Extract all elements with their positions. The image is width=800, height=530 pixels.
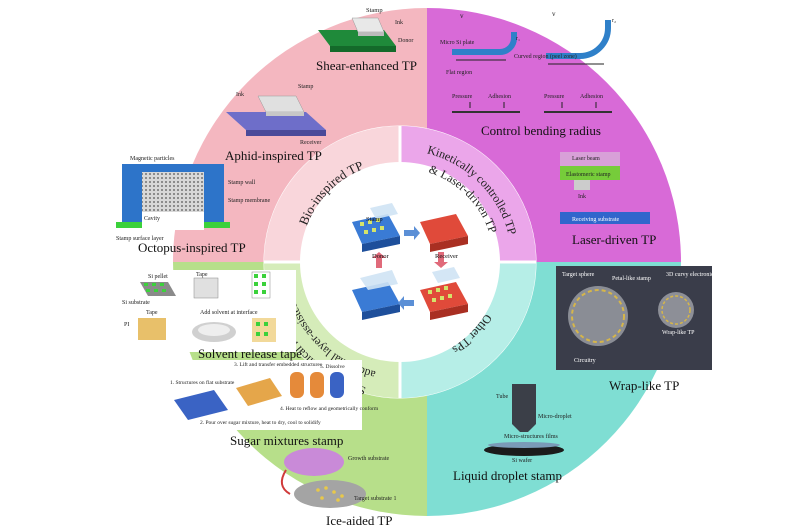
- bd-a1-label: Adhesion: [488, 94, 511, 100]
- ic-target-label: Target substrate 1: [354, 496, 396, 502]
- dp-tube-label: Tube: [496, 394, 508, 400]
- caption-octopus-inspired: Octopus-inspired TP: [138, 240, 246, 255]
- sg-s1-label: 1. Structures on flat substrate: [170, 379, 235, 386]
- sg-s5-label: 5. Dissolve: [320, 364, 345, 370]
- solvent-illustration: [118, 270, 296, 352]
- bd-r1-label: r₁: [516, 36, 520, 42]
- dp-wafer-label: Si wafer: [512, 457, 532, 464]
- sv-pellet-label: Si pellet: [148, 274, 168, 280]
- center-process-illustration: [352, 203, 468, 320]
- ls-recv-label: Receiving substrate: [572, 217, 619, 223]
- center-receiver-label: Receiver: [435, 253, 459, 260]
- dp-drop-label: Micro-droplet: [538, 414, 572, 420]
- bd-curved-label: Curved region (peel zone): [514, 53, 577, 60]
- ap-ink-label: Ink: [236, 92, 244, 98]
- caption-ice-aided: Ice-aided TP: [326, 513, 393, 528]
- ls-beam-label: Laser beam: [572, 156, 600, 162]
- sh-stamp-label: Stamp: [366, 7, 383, 14]
- bd-micro-label: Micro Si plate: [440, 40, 475, 46]
- bd-a2-label: Adhesion: [580, 94, 603, 100]
- center-donor-label: Donor: [372, 253, 389, 260]
- bd-flat-label: Flat region: [446, 70, 472, 76]
- caption-liquid-droplet: Liquid droplet stamp: [453, 468, 563, 483]
- bd-r2-label: r₂: [612, 18, 616, 24]
- sg-s4-label: 4. Heat to reflow and geometrically conf…: [280, 405, 379, 412]
- bd-p1-label: Pressure: [452, 94, 473, 100]
- shear-illustration: [318, 17, 396, 52]
- octopus-illustration: [116, 164, 230, 230]
- sv-tape1-label: Tape: [196, 272, 208, 278]
- oc-particles-label: Magnetic particles: [130, 156, 175, 162]
- wr-sphere-label: Target sphere: [562, 272, 595, 278]
- sv-sub-label: Si substrate: [122, 300, 150, 306]
- bending-illustration: [452, 20, 612, 113]
- caption-wrap-like: Wrap-like TP: [609, 378, 680, 393]
- caption-solvent-release: Solvent release tape: [198, 346, 302, 361]
- sugar-illustration: [166, 360, 362, 430]
- caption-sugar-mixtures: Sugar mixtures stamp: [230, 433, 344, 448]
- wr-wrap-label: Wrap-like TP: [662, 330, 695, 336]
- sg-s3-label: 3. Lift and transfer embedded structures: [234, 361, 322, 368]
- sv-pi-label: PI: [124, 322, 129, 328]
- wr-petal-label: Petal-like stamp: [612, 276, 651, 282]
- oc-surface-label: Stamp surface layer: [116, 235, 164, 242]
- bd-v2-label: v: [552, 10, 556, 18]
- ic-growth-label: Growth substrate: [348, 456, 389, 462]
- ice-illustration: [280, 448, 366, 508]
- sv-solvent-label: Add solvent at interface: [200, 309, 258, 316]
- wr-curvy-label: 3D curvy electronics: [666, 272, 717, 278]
- dp-film-label: Micro-structures films: [504, 433, 558, 440]
- sg-s2-label: 2. Pour over sugar mixture, heat to dry,…: [200, 419, 321, 426]
- laser-illustration: [560, 152, 650, 224]
- ls-ink-label: Ink: [578, 194, 586, 200]
- caption-control-bending: Control bending radius: [481, 123, 601, 138]
- caption-shear-enhanced: Shear-enhanced TP: [316, 58, 417, 73]
- center-stamp-label: Stamp: [366, 216, 383, 223]
- sv-tape2-label: Tape: [146, 310, 158, 316]
- oc-membrane-label: Stamp membrane: [228, 198, 270, 204]
- oc-cavity-label: Cavity: [144, 216, 160, 222]
- ls-elast-label: Elastomeric stamp: [566, 172, 611, 178]
- bd-p2-label: Pressure: [544, 94, 565, 100]
- oc-wall-label: Stamp wall: [228, 180, 255, 186]
- caption-laser-driven: Laser-driven TP: [572, 232, 657, 247]
- sh-ink-label: Ink: [395, 20, 403, 26]
- bd-v1-label: v: [460, 12, 464, 20]
- droplet-illustration: [484, 384, 564, 456]
- caption-aphid-inspired: Aphid-inspired TP: [225, 148, 322, 163]
- ap-receiver-label: Receiver: [300, 140, 321, 146]
- wr-circuit-label: Circuitry: [574, 358, 596, 364]
- aphid-illustration: [226, 95, 326, 136]
- wrap-illustration: [556, 266, 712, 370]
- ap-stamp-label: Stamp: [298, 84, 313, 90]
- sh-donor-label: Donor: [398, 38, 413, 44]
